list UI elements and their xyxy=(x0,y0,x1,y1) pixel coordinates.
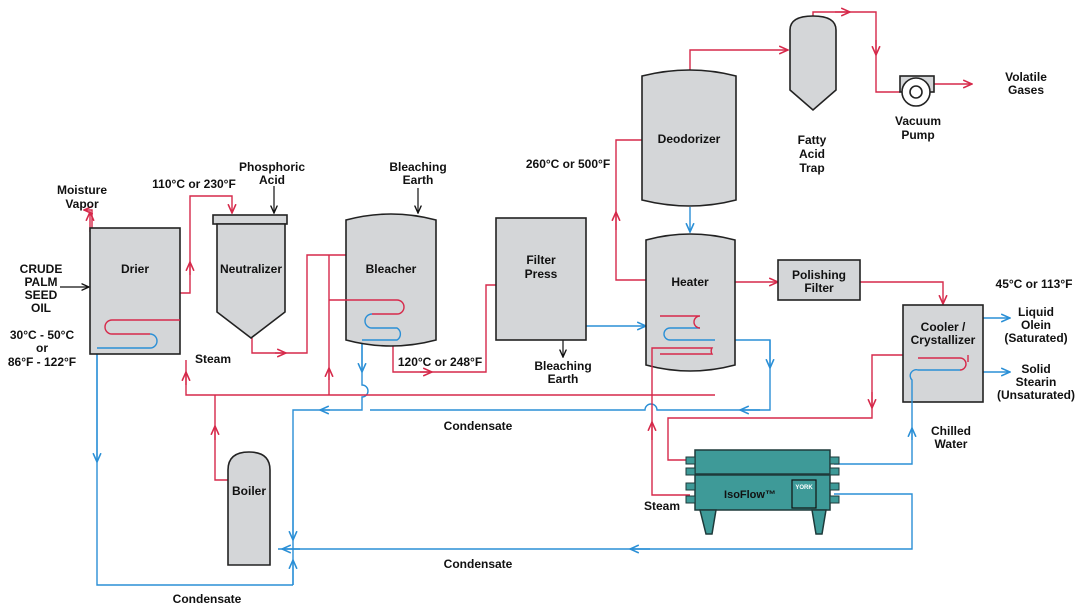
pump-label-1: Vacuum xyxy=(895,114,941,128)
cooler-label-1: Cooler / xyxy=(921,320,966,334)
filter-press-label-1: Filter xyxy=(526,253,556,267)
bleaching-earth-out-label-2: Earth xyxy=(548,372,579,386)
bleaching-earth-in-label-2: Earth xyxy=(403,173,434,187)
deodorizer-label: Deodorizer xyxy=(658,132,721,146)
deodorizer-vessel xyxy=(641,69,737,207)
condensate-label-3: Condensate xyxy=(173,592,242,606)
temp-110-label: 110°C or 230°F xyxy=(152,177,236,191)
heater-label: Heater xyxy=(671,275,709,289)
heater-vessel xyxy=(645,233,736,372)
trap-label-3: Trap xyxy=(799,161,824,175)
chiller-brand-label: YORK xyxy=(795,485,813,491)
trap-label-1: Fatty xyxy=(798,133,827,147)
crude-label-4: OIL xyxy=(31,301,51,315)
bleacher-label: Bleacher xyxy=(366,262,417,276)
volatile-gases-label-2: Gases xyxy=(1008,83,1044,97)
cooler-label-2: Crystallizer xyxy=(911,333,976,347)
filter-press-vessel xyxy=(495,217,587,341)
olein-label-3: (Saturated) xyxy=(1004,331,1067,345)
drier-vessel xyxy=(89,227,181,355)
equipment-labels: Drier Neutralizer Bleacher Filter Press … xyxy=(121,114,976,501)
polishing-filter-label-1: Polishing xyxy=(792,268,846,282)
stearin-label-3: (Unsaturated) xyxy=(997,388,1075,402)
stearin-label-2: Stearin xyxy=(1016,375,1057,389)
volatile-gases-label-1: Volatile xyxy=(1005,70,1047,84)
moisture-label-2: Vapor xyxy=(65,197,99,211)
phosphoric-label-1: Phosphoric xyxy=(239,160,305,174)
feed-temp-label-2: or xyxy=(36,341,48,355)
drier-label: Drier xyxy=(121,262,149,276)
moisture-label-1: Moisture xyxy=(57,183,107,197)
polishing-filter-label-2: Filter xyxy=(804,281,834,295)
olein-label-1: Liquid xyxy=(1018,305,1054,319)
temp-260-label: 260°C or 500°F xyxy=(526,157,610,171)
feed-temp-label-1: 30°C - 50°C xyxy=(10,328,75,342)
feed-lines xyxy=(60,186,563,357)
chilled-water-label-2: Water xyxy=(935,437,968,451)
neutralizer-label: Neutralizer xyxy=(220,262,282,276)
isoflow-chiller xyxy=(685,449,840,535)
crude-label-3: SEED xyxy=(25,288,58,302)
chiller-label: IsoFlow™ xyxy=(724,489,776,501)
bleaching-earth-out-label-1: Bleaching xyxy=(534,359,591,373)
neutralizer-vessel xyxy=(212,214,288,340)
crude-label-1: CRUDE xyxy=(20,262,63,276)
pump-label-2: Pump xyxy=(901,128,934,142)
condensate-label-2: Condensate xyxy=(444,557,513,571)
bleacher-vessel xyxy=(329,213,437,347)
chilled-water-label-1: Chilled xyxy=(931,424,971,438)
filter-press-label-2: Press xyxy=(525,267,558,281)
crude-label-2: PALM xyxy=(24,275,57,289)
condensate-lines xyxy=(97,207,1010,586)
steam-label-1: Steam xyxy=(195,352,231,366)
polishing-filter-vessel xyxy=(777,259,861,301)
trap-label-2: Acid xyxy=(799,147,825,161)
bleaching-earth-in-label-1: Bleaching xyxy=(389,160,446,174)
boiler-label: Boiler xyxy=(232,484,266,498)
olein-label-2: Olein xyxy=(1021,318,1051,332)
phosphoric-label-2: Acid xyxy=(259,173,285,187)
stearin-label-1: Solid xyxy=(1021,362,1050,376)
fatty-acid-trap xyxy=(789,15,837,112)
condensate-label-1: Condensate xyxy=(444,419,513,433)
cooler-crystallizer-vessel xyxy=(902,304,984,425)
boiler-vessel xyxy=(227,451,271,566)
stream-labels: Moisture Vapor CRUDE PALM SEED OIL 30°C … xyxy=(8,70,1075,606)
feed-temp-label-3: 86°F - 122°F xyxy=(8,355,76,369)
temp-120-label: 120°C or 248°F xyxy=(398,355,482,369)
steam-label-2: Steam xyxy=(644,499,680,513)
temp-45-label: 45°C or 113°F xyxy=(996,277,1073,291)
vacuum-pump xyxy=(899,75,935,107)
